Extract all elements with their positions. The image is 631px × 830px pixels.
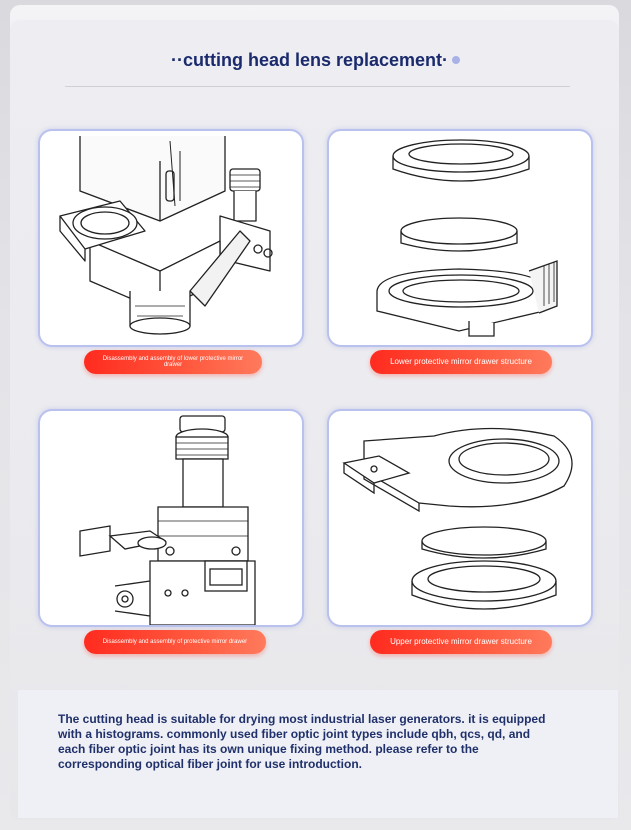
- caption-text-3: Disassembly and assembly of protective m…: [102, 638, 248, 645]
- caption-text-2: Lower protective mirror drawer structure: [390, 356, 532, 366]
- page-title: ··cutting head lens replacement·: [0, 50, 631, 71]
- cutting-head-lower-drawer-illustration: [59, 136, 273, 335]
- lower-drawer-exploded-illustration: [376, 139, 558, 337]
- panel-upper-drawer-disassembly: [38, 409, 304, 627]
- footer-panel: [18, 690, 618, 818]
- panel-lower-drawer-structure: [327, 129, 593, 347]
- caption-pill-3: Disassembly and assembly of protective m…: [84, 630, 266, 654]
- caption-text-1: Disassembly and assembly of lower protec…: [102, 355, 244, 368]
- upper-drawer-exploded-illustration: [342, 427, 573, 610]
- caption-pill-2: Lower protective mirror drawer structure: [370, 350, 552, 374]
- cutting-head-upper-drawer-illustration: [79, 415, 256, 625]
- title-dot-icon: [452, 56, 461, 64]
- page-title-text: ··cutting head lens replacement·: [170, 50, 449, 70]
- caption-pill-1: Disassembly and assembly of lower protec…: [84, 350, 262, 374]
- footer-description: The cutting head is suitable for drying …: [58, 712, 546, 771]
- title-divider: [65, 86, 570, 87]
- caption-text-4: Upper protective mirror drawer structure: [390, 636, 532, 646]
- panel-upper-drawer-structure: [327, 409, 593, 627]
- caption-pill-4: Upper protective mirror drawer structure: [370, 630, 552, 654]
- panel-lower-drawer-disassembly: [38, 129, 304, 347]
